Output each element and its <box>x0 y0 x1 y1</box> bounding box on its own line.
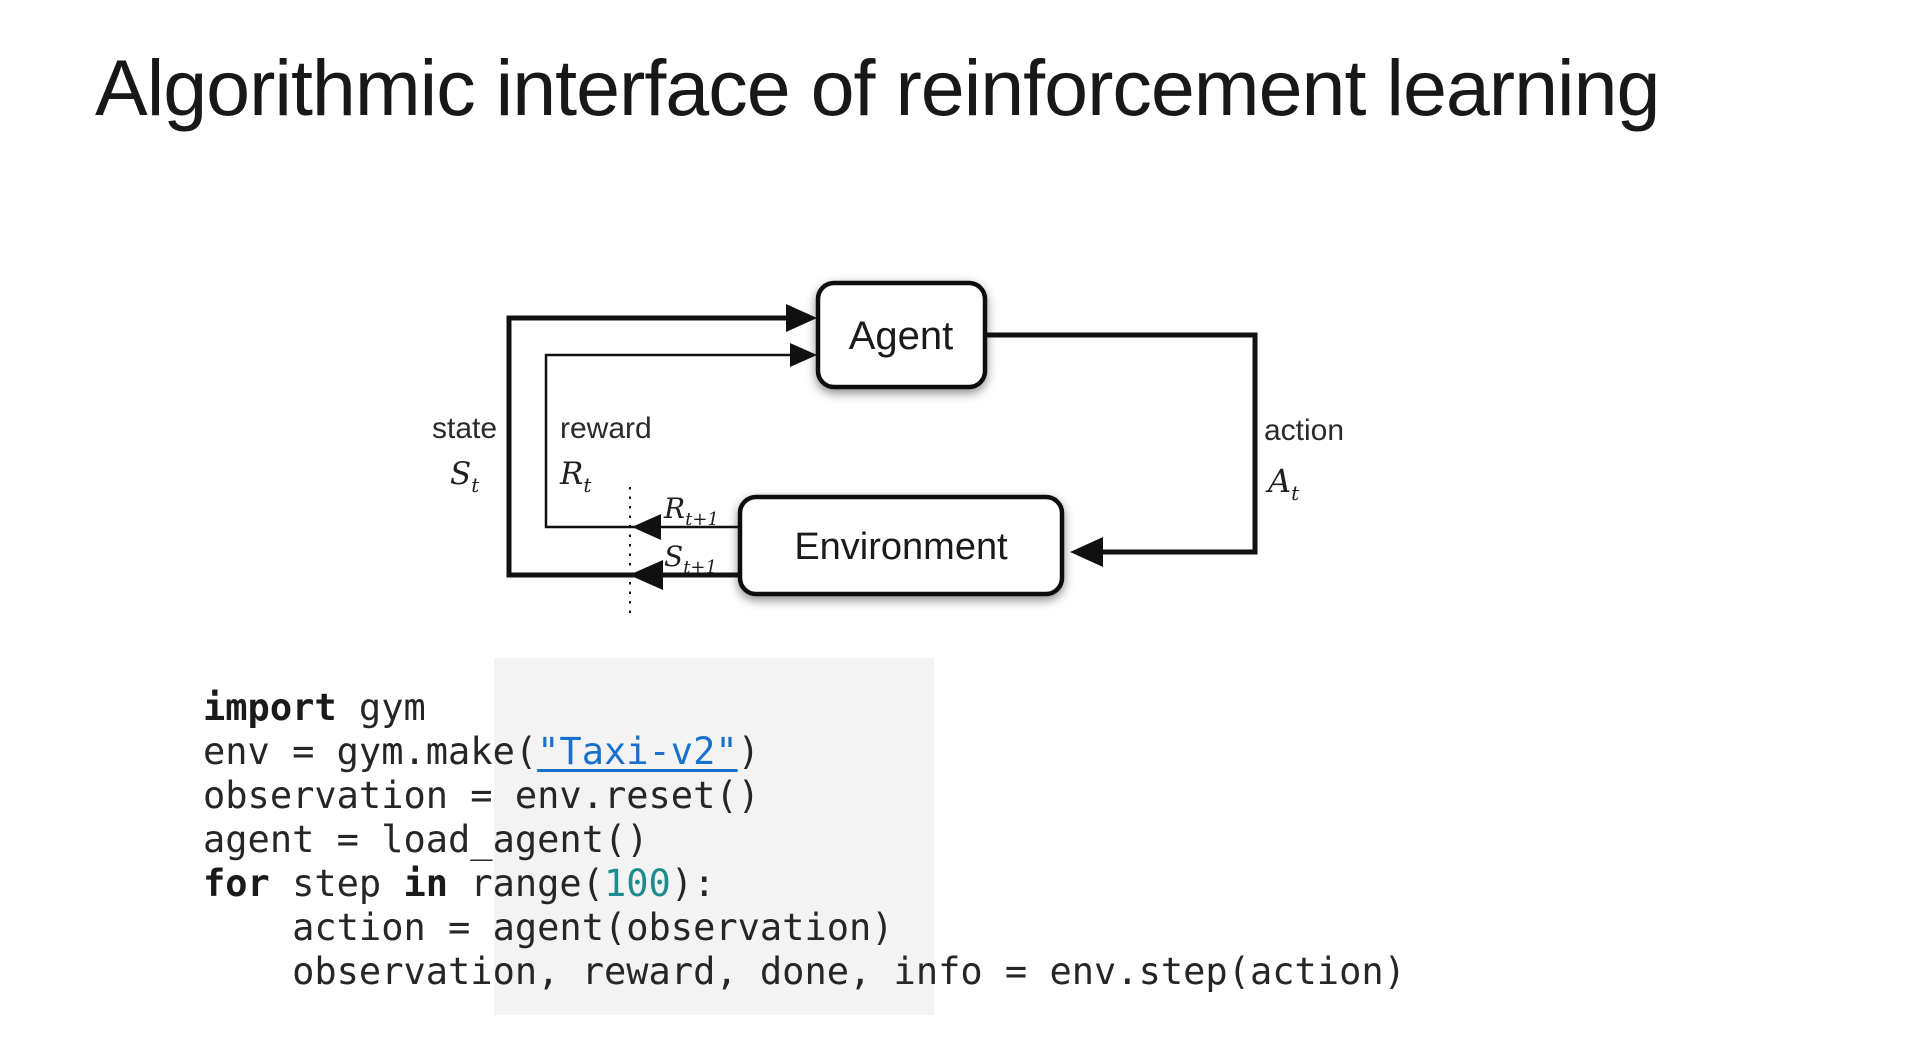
reward-label: reward <box>560 412 652 445</box>
reward-symbol: Rt <box>559 456 592 497</box>
reward-t1-symbol: Rt+1 <box>663 492 719 530</box>
code-backdrop <box>494 658 934 1015</box>
environment-box-label: Environment <box>794 526 1008 568</box>
code-token: observation, reward, done, info = env.st… <box>203 950 1406 993</box>
code-line: action = agent(observation) <box>203 906 1406 950</box>
code-token: ) <box>737 730 760 773</box>
agent-box <box>815 280 988 390</box>
code-token: observation = env.reset() <box>203 774 760 817</box>
state-loop-line <box>506 315 806 578</box>
code-line: import gym <box>203 686 1406 730</box>
action-label: action <box>1264 414 1344 447</box>
state-label: state <box>432 412 497 445</box>
code-token: ): <box>670 862 716 905</box>
agent-box-label: Agent <box>849 314 954 358</box>
page-title: Algorithmic interface of reinforcement l… <box>95 43 1660 132</box>
environment-box <box>737 494 1065 597</box>
code-line: agent = load_agent() <box>203 818 1406 862</box>
code-token: gym <box>336 686 426 729</box>
taxi-v2-link[interactable]: "Taxi-v2" <box>537 730 738 773</box>
action-into-environment-arrowhead <box>1070 537 1103 567</box>
state-into-agent-arrowhead <box>786 304 817 332</box>
reward-into-agent-arrowhead <box>790 343 817 367</box>
state-symbol: St <box>450 456 480 497</box>
state-t1-arrowhead <box>629 560 663 590</box>
reward-t1-arrowhead <box>632 514 661 540</box>
code-token: 100 <box>603 862 671 905</box>
code-line: observation = env.reset() <box>203 774 1406 818</box>
action-loop-line <box>985 332 1258 555</box>
code-token: for <box>203 862 270 905</box>
action-symbol: At <box>1265 462 1300 505</box>
code-token: agent = load_agent() <box>203 818 649 861</box>
state-t1-symbol: St+1 <box>664 540 717 578</box>
code-token: import <box>203 686 337 729</box>
code-token: in <box>403 862 449 905</box>
code-token: step <box>269 862 404 905</box>
code-token: range( <box>448 862 604 905</box>
code-token: action = agent(observation) <box>203 906 894 949</box>
code-token: env = gym.make( <box>203 730 538 773</box>
code-line: observation, reward, done, info = env.st… <box>203 950 1406 994</box>
code-line: env = gym.make("Taxi-v2") <box>203 730 1406 774</box>
code-line: for step in range(100): <box>203 862 1406 906</box>
